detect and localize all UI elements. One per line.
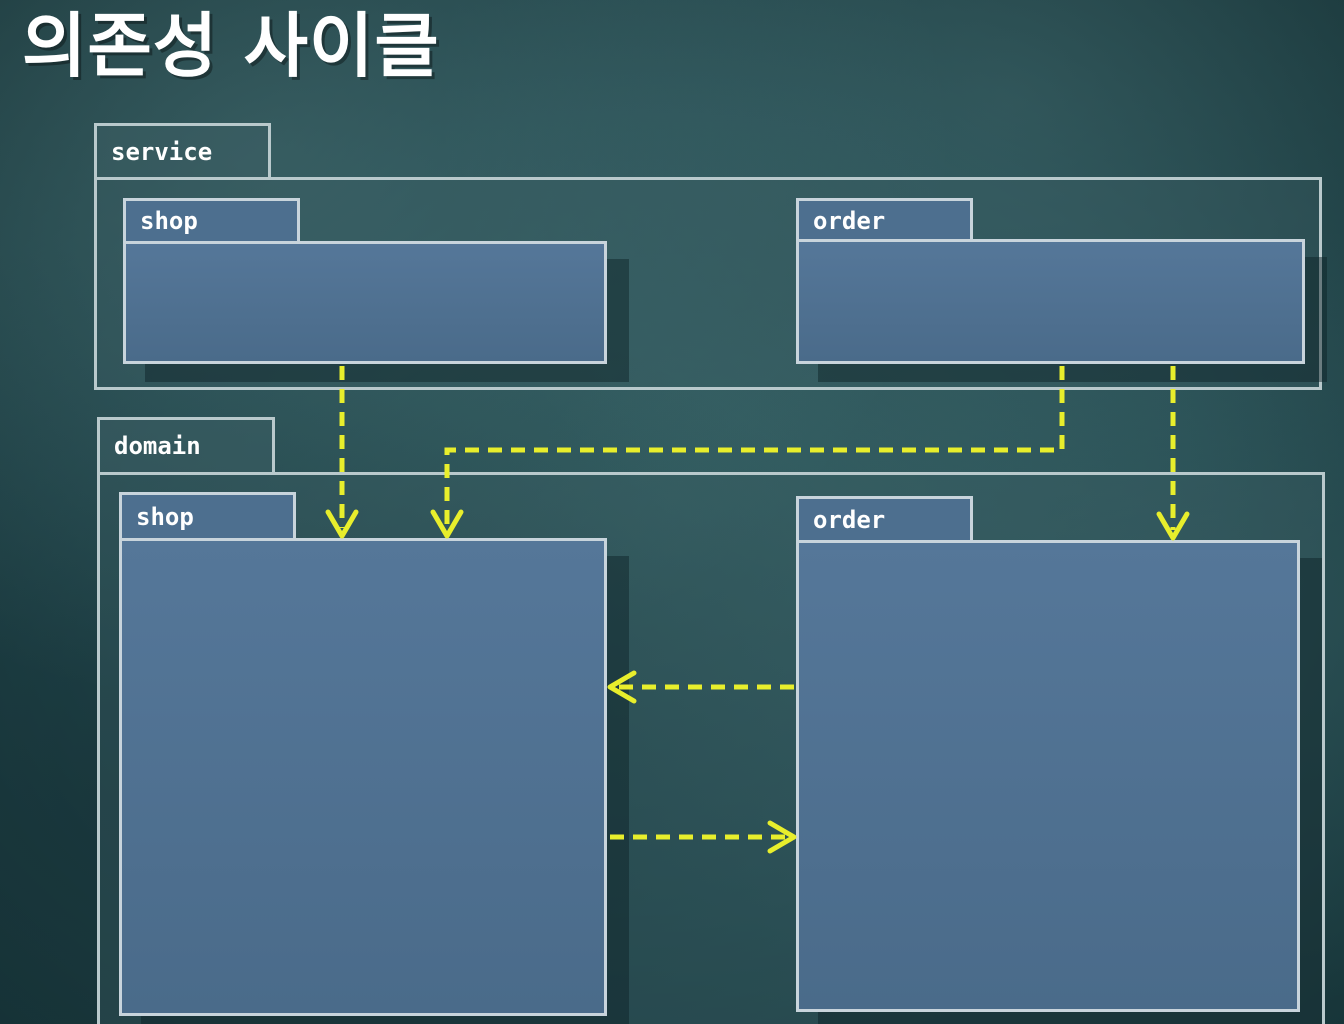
domain-package-label: domain xyxy=(114,432,201,460)
service-package-tab: service xyxy=(94,123,271,180)
domain-order-package-tab: order xyxy=(796,496,973,544)
service-shop-package-tab: shop xyxy=(123,198,300,244)
domain-shop-package xyxy=(119,538,607,1016)
service-shop-package xyxy=(123,241,607,364)
domain-shop-package-label: shop xyxy=(136,503,194,531)
domain-order-package xyxy=(796,540,1300,1012)
domain-order-package-label: order xyxy=(813,506,886,534)
service-shop-package-label: shop xyxy=(140,207,198,235)
service-order-package-label: order xyxy=(813,207,886,235)
service-order-package xyxy=(796,239,1305,364)
service-order-package-tab: order xyxy=(796,198,973,244)
service-package-label: service xyxy=(111,137,213,166)
page-title: 의존성 사이클 xyxy=(22,5,440,87)
domain-package-tab: domain xyxy=(97,417,275,475)
domain-shop-package-tab: shop xyxy=(119,492,296,542)
